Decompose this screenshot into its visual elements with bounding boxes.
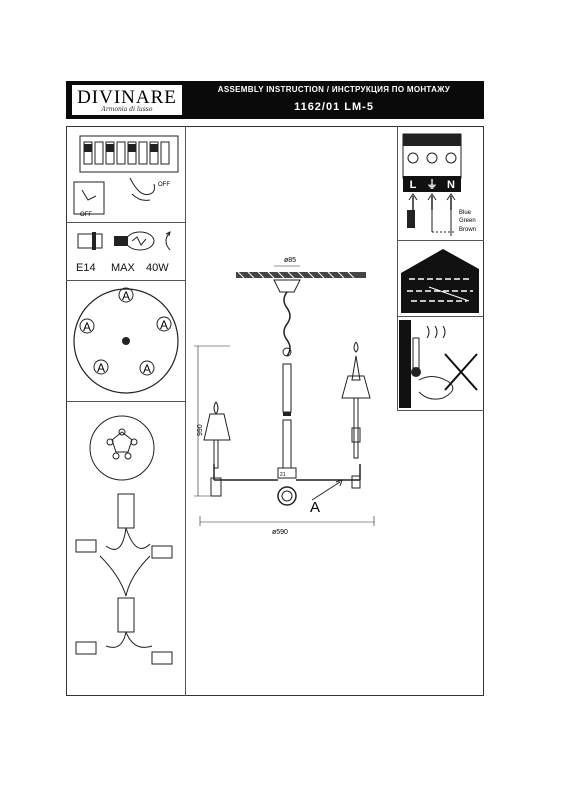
off-label: OFF — [158, 182, 170, 188]
marker-a: A — [97, 361, 105, 375]
wire-color-green: Green — [459, 218, 476, 224]
marker-a: A — [122, 289, 130, 303]
terminal-label: L — [410, 179, 417, 191]
part-marker-a: A — [310, 499, 320, 516]
terminal-label: N — [447, 179, 455, 191]
arm-wiring-diagram — [75, 415, 173, 665]
ceiling-plate-diagram: A A A A A — [73, 287, 179, 394]
marker-a: A — [143, 362, 151, 376]
bulb-diagram — [77, 231, 171, 251]
marker-a: A — [160, 318, 168, 332]
wire-color-blue: Blue — [459, 210, 472, 216]
divider — [66, 222, 185, 223]
left-column-divider — [185, 126, 186, 696]
terminal-label: ⏚ — [427, 178, 438, 191]
divider — [397, 316, 484, 317]
wire-color-brown: Brown — [459, 227, 476, 233]
divider — [397, 410, 484, 411]
instruction-title: ASSEMBLY INSTRUCTION / ИНСТРУКЦИЯ ПО МОН… — [217, 85, 451, 94]
height-dimension: 990 — [197, 424, 204, 436]
off-label: OFF — [80, 212, 92, 218]
brand-name: DIVINARE — [77, 87, 177, 108]
chandelier-assembly-drawing: ø85 21 A 990 ø590 — [194, 257, 375, 536]
header-bar: DIVINARE Armonia di lusso ASSEMBLY INSTR… — [66, 81, 484, 119]
heat-warning-diagram — [399, 320, 478, 408]
model-number: 1162/01 LM-5 — [294, 101, 374, 113]
plate-diameter: ø85 — [284, 257, 296, 264]
house-warning-diagram — [401, 249, 479, 313]
terminal-block-diagram: L ⏚ N Blue Green Brown — [402, 133, 476, 236]
divider — [66, 280, 185, 281]
instruction-frame — [66, 126, 484, 696]
width-dimension: ø590 — [272, 529, 288, 536]
switch-off-diagram: OFF OFF — [73, 135, 179, 218]
marker-a: A — [83, 320, 91, 334]
brand-tagline: Armonia di lusso — [101, 106, 153, 113]
max-label: MAX — [111, 262, 135, 274]
divider — [66, 401, 185, 402]
part-label: 21 — [280, 472, 286, 478]
divider — [397, 240, 484, 241]
right-column-divider — [397, 126, 398, 410]
socket-type: E14 — [76, 262, 96, 274]
wattage: 40W — [146, 262, 169, 274]
brand-logo: DIVINARE Armonia di lusso — [72, 85, 182, 115]
